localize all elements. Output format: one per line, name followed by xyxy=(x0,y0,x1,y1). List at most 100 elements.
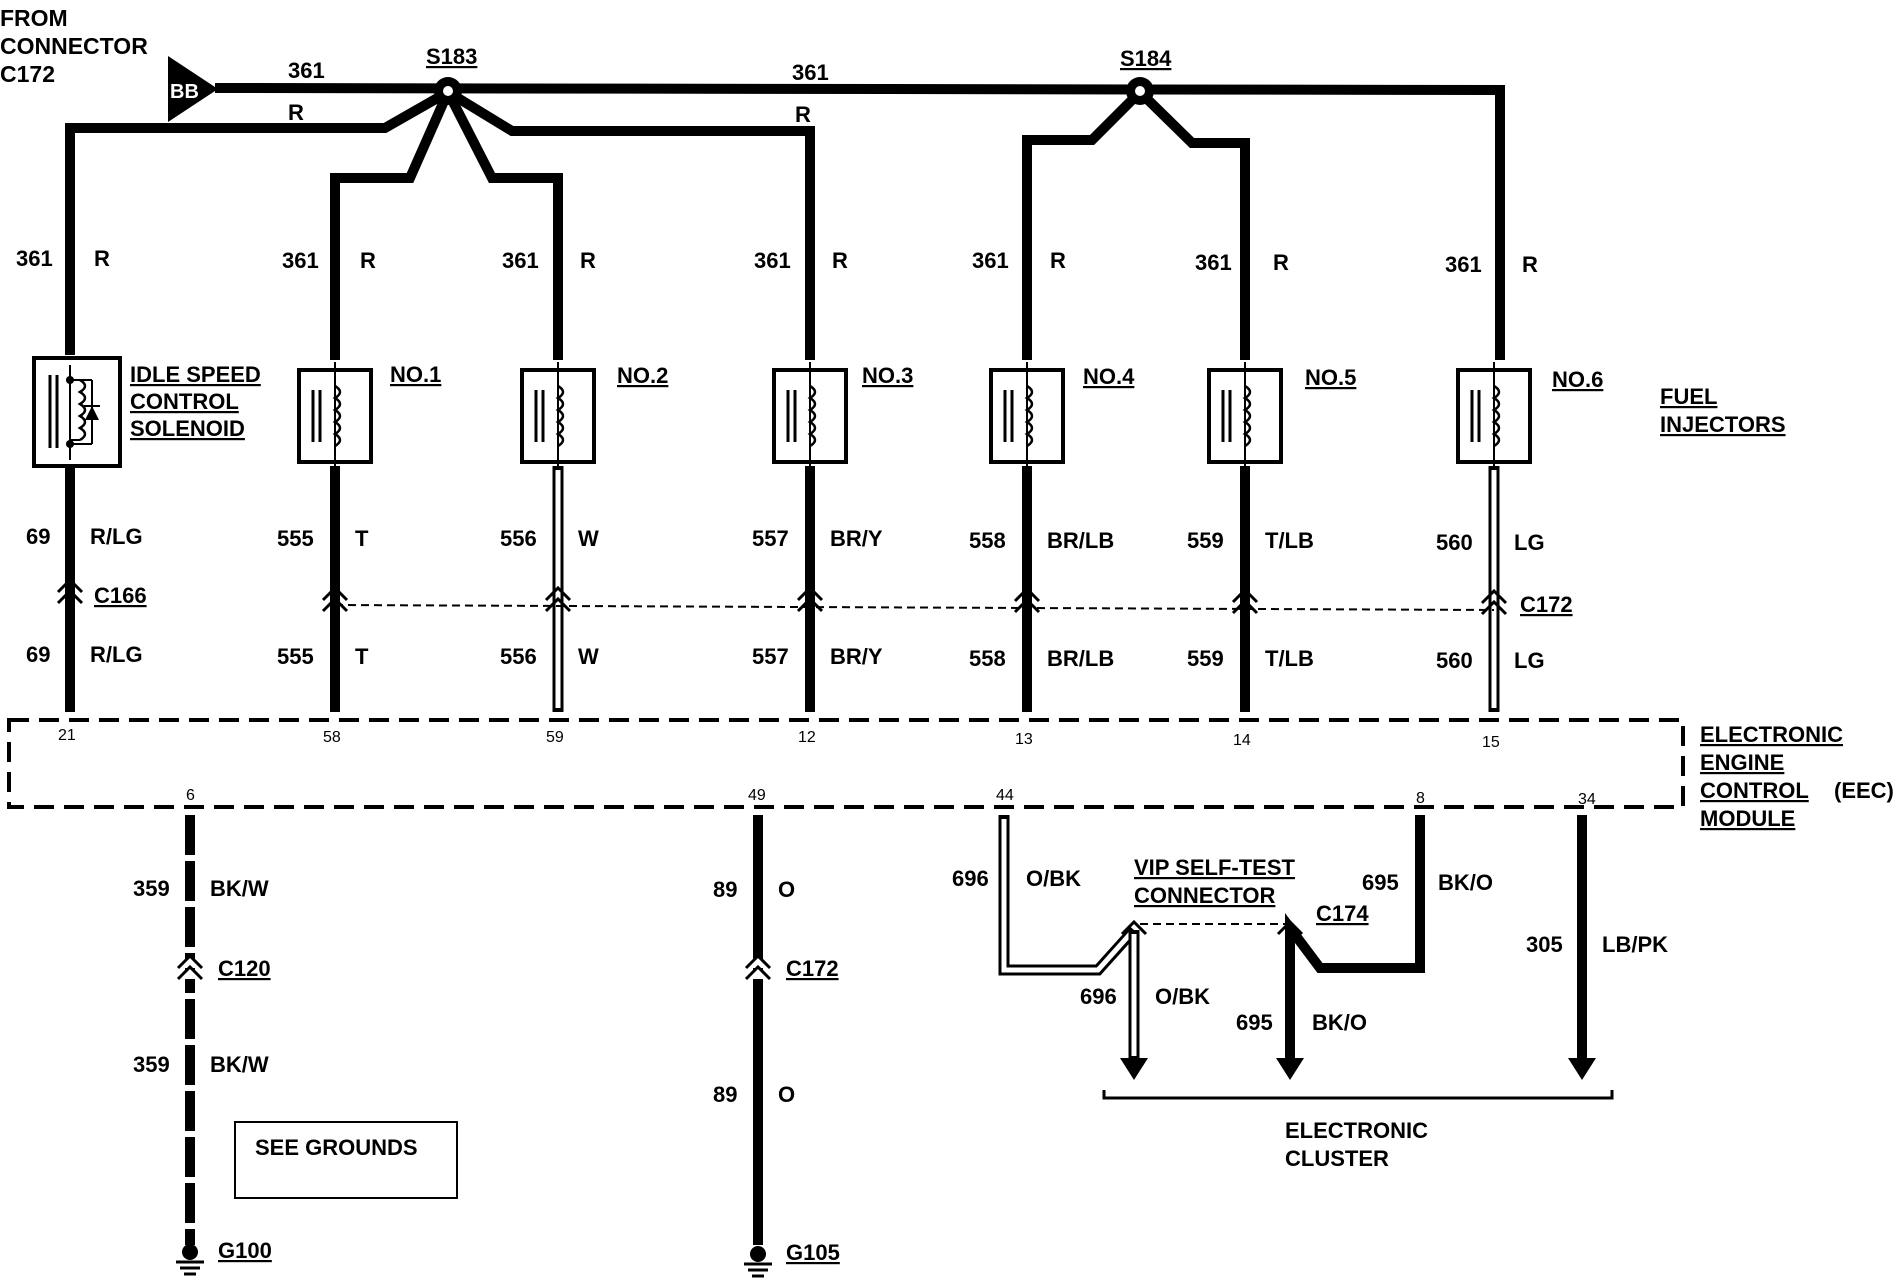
arrow-696 xyxy=(1120,1058,1148,1080)
source-connector-code: BB xyxy=(170,81,199,103)
svg-text:560: 560 xyxy=(1436,648,1473,673)
svg-text:R: R xyxy=(1522,252,1538,277)
connector-c174-label: C174 xyxy=(1316,901,1369,926)
svg-text:T/LB: T/LB xyxy=(1265,646,1314,671)
svg-text:59: 59 xyxy=(546,729,564,746)
cluster-label-1: ELECTRONIC xyxy=(1285,1118,1428,1143)
injector-5-label: NO.5 xyxy=(1305,365,1356,390)
branch-inj5 xyxy=(1136,88,1250,360)
fuel-injector-6 xyxy=(1456,362,1532,470)
svg-text:696: 696 xyxy=(1080,984,1117,1009)
svg-text:BK/O: BK/O xyxy=(1438,870,1493,895)
source-label-1: FROM xyxy=(0,5,68,31)
svg-text:49: 49 xyxy=(748,787,766,804)
eec-label-2: ENGINE xyxy=(1700,750,1784,775)
idle-speed-control-solenoid xyxy=(32,356,122,468)
fuel-injector-3 xyxy=(772,362,848,470)
svg-text:BR/LB: BR/LB xyxy=(1047,646,1114,671)
fuel-injector-4 xyxy=(989,362,1065,470)
svg-text:361: 361 xyxy=(502,248,539,273)
ground-g100-label: G100 xyxy=(218,1238,272,1263)
branch-inj1 xyxy=(330,89,453,360)
svg-text:560: 560 xyxy=(1436,530,1473,555)
svg-text:359: 359 xyxy=(133,1052,170,1077)
injector-4-label: NO.4 xyxy=(1083,364,1135,389)
svg-text:557: 557 xyxy=(752,644,789,669)
idle-speed-label-1: IDLE SPEED xyxy=(130,362,261,387)
eec-label-4: MODULE xyxy=(1700,806,1795,831)
feed-bus-wire xyxy=(214,83,1505,360)
svg-text:O: O xyxy=(778,1082,795,1107)
svg-text:695: 695 xyxy=(1362,870,1399,895)
svg-text:361: 361 xyxy=(1445,252,1482,277)
svg-text:69: 69 xyxy=(26,642,50,667)
svg-text:BK/W: BK/W xyxy=(210,876,269,901)
svg-text:R: R xyxy=(360,248,376,273)
bus-color-mid: R xyxy=(795,102,811,127)
injector-2-label: NO.2 xyxy=(617,363,668,388)
bus-color-left: R xyxy=(288,100,304,125)
svg-text:T: T xyxy=(355,526,369,551)
branch-idle xyxy=(65,87,451,355)
bus-circuit-left: 361 xyxy=(288,58,325,83)
svg-text:558: 558 xyxy=(969,528,1006,553)
svg-text:361: 361 xyxy=(282,248,319,273)
svg-text:12: 12 xyxy=(798,729,816,746)
ground-g105-label: G105 xyxy=(786,1240,840,1265)
svg-text:BR/Y: BR/Y xyxy=(830,644,883,669)
ground-g100-icon xyxy=(176,1244,204,1276)
arrow-305 xyxy=(1568,1058,1596,1080)
vip-label-2: CONNECTOR xyxy=(1134,883,1275,908)
injector-3-label: NO.3 xyxy=(862,363,913,388)
eec-module-box xyxy=(7,718,1685,809)
source-label-2: CONNECTOR xyxy=(0,33,148,59)
vip-label-1: VIP SELF-TEST xyxy=(1134,855,1296,880)
fuel-injectors-label-1: FUEL xyxy=(1660,384,1717,409)
svg-text:58: 58 xyxy=(323,729,341,746)
branch-inj3 xyxy=(445,87,815,360)
branch-inj2 xyxy=(443,89,563,360)
splice-s183-label: S183 xyxy=(426,44,477,69)
connector-c120-label: C120 xyxy=(218,956,271,981)
cluster-bracket xyxy=(1102,1090,1614,1100)
svg-text:R: R xyxy=(832,248,848,273)
connector-c172-label: C172 xyxy=(1520,592,1573,617)
fuel-injector-2 xyxy=(520,362,596,470)
idle-speed-label-2: CONTROL xyxy=(130,389,239,414)
splice-s184-label: S184 xyxy=(1120,46,1172,71)
svg-text:558: 558 xyxy=(969,646,1006,671)
svg-text:559: 559 xyxy=(1187,528,1224,553)
svg-text:695: 695 xyxy=(1236,1010,1273,1035)
svg-text:305: 305 xyxy=(1526,932,1563,957)
svg-text:21: 21 xyxy=(58,727,76,744)
svg-text:15: 15 xyxy=(1482,734,1500,751)
svg-text:13: 13 xyxy=(1015,731,1033,748)
fuel-injector-1 xyxy=(297,362,373,470)
svg-text:556: 556 xyxy=(500,644,537,669)
svg-text:361: 361 xyxy=(972,248,1009,273)
svg-text:R: R xyxy=(1273,250,1289,275)
fuel-injector-group xyxy=(297,362,1532,470)
svg-text:LB/PK: LB/PK xyxy=(1602,932,1668,957)
bus-circuit-mid: 361 xyxy=(792,60,829,85)
svg-text:T/LB: T/LB xyxy=(1265,528,1314,553)
wire-695 xyxy=(1285,815,1425,1058)
svg-text:44: 44 xyxy=(996,787,1014,804)
see-grounds-label: SEE GROUNDS xyxy=(255,1135,418,1160)
svg-text:34: 34 xyxy=(1578,791,1596,808)
svg-text:LG: LG xyxy=(1514,648,1545,673)
branch-inj4 xyxy=(1022,88,1144,360)
svg-text:359: 359 xyxy=(133,876,170,901)
svg-text:O/BK: O/BK xyxy=(1155,984,1210,1009)
svg-text:R: R xyxy=(1050,248,1066,273)
svg-text:696: 696 xyxy=(952,866,989,891)
svg-text:361: 361 xyxy=(1195,250,1232,275)
svg-text:559: 559 xyxy=(1187,646,1224,671)
svg-text:R: R xyxy=(580,248,596,273)
connector-c166-label: C166 xyxy=(94,583,147,608)
eec-label-3b: (EEC) xyxy=(1834,778,1894,803)
connector-c172-mid-label: C172 xyxy=(786,956,839,981)
wire-696-to-vip xyxy=(998,815,1139,976)
